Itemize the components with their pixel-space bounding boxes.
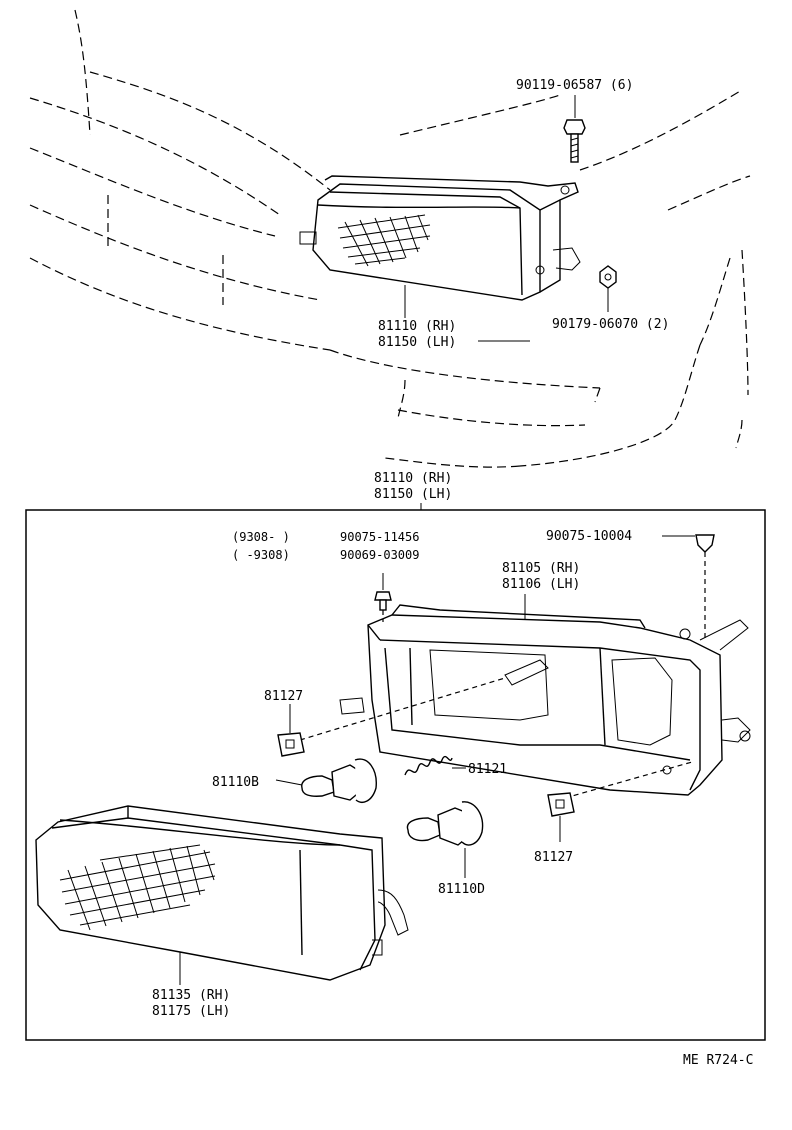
bulb-b-part-number: 81110B (212, 775, 259, 790)
headlamp-housing (339, 604, 751, 796)
nut-icon (599, 265, 617, 289)
headlamp-assembly-upper (299, 175, 581, 301)
spring-part-number: 81121 (468, 762, 507, 777)
clip-icon (695, 534, 715, 553)
assembly-line-socket-right (564, 761, 693, 799)
bulb-b-icon (301, 758, 377, 803)
assy-lh-part-number: 81150 (LH) (378, 335, 456, 350)
nut-part-number: 90179-06070 (2) (552, 317, 669, 332)
screw-range-2: ( -9308) (232, 548, 290, 562)
spring-icon (404, 755, 453, 776)
housing-lh-part-number: 81106 (LH) (502, 577, 580, 592)
socket-right-icon (547, 792, 575, 817)
screw-part-2: 90069-03009 (340, 548, 419, 562)
vehicle-body-outline (29, 9, 751, 468)
socket-left-part-number: 81127 (264, 689, 303, 704)
box-rh-part-number: 81110 (RH) (374, 471, 452, 486)
detail-frame (25, 509, 766, 1041)
lens-rh-part-number: 81135 (RH) (152, 988, 230, 1003)
bulb-d-part-number: 81110D (438, 882, 485, 897)
socket-right-part-number: 81127 (534, 850, 573, 865)
screw-icon (374, 591, 392, 611)
box-lh-part-number: 81150 (LH) (374, 487, 452, 502)
bulb-d-icon (406, 801, 484, 846)
headlamp-lens (35, 805, 409, 981)
diagram-code: ME R724-C (683, 1053, 753, 1068)
socket-left-icon (277, 732, 305, 757)
screw-range-1: (9308- ) (232, 530, 290, 544)
bolt-icon (563, 119, 586, 163)
assy-rh-part-number: 81110 (RH) (378, 319, 456, 334)
screw-part-1: 90075-11456 (340, 530, 419, 544)
clip-part-number: 90075-10004 (546, 529, 632, 544)
lens-lh-part-number: 81175 (LH) (152, 1004, 230, 1019)
bulb-b-leader (275, 779, 303, 786)
housing-rh-part-number: 81105 (RH) (502, 561, 580, 576)
bolt-part-number: 90119-06587 (6) (516, 78, 633, 93)
